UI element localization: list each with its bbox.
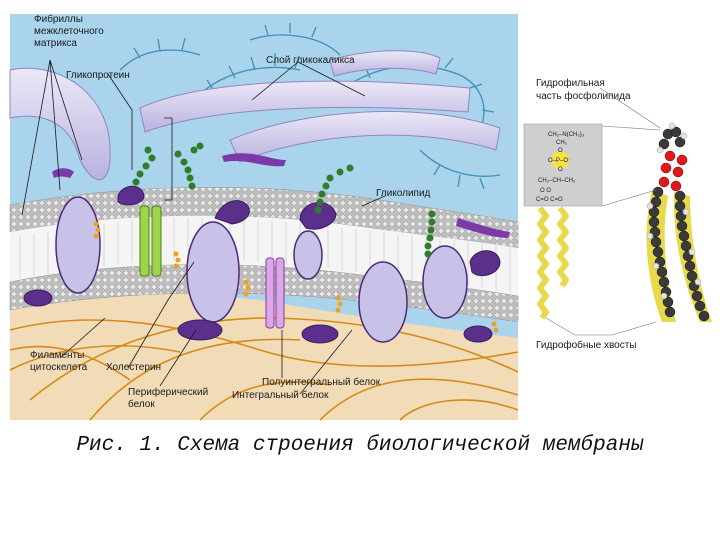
membrane-diagram: Фибриллы межклеточного матрикса Гликопро… <box>0 0 720 430</box>
label-integral-protein: Интегральный белок <box>232 389 329 401</box>
label-glycoprotein: Гликопротеин <box>66 70 130 81</box>
space-filling-phospholipid <box>647 123 712 322</box>
label-glycocalyx: Слой гликокаликса <box>266 55 355 66</box>
svg-text:CH₂: CH₂ <box>556 140 568 146</box>
svg-text:O O: O O <box>540 188 551 194</box>
membrane-illustration: Фибриллы межклеточного матрикса Гликопро… <box>10 13 518 420</box>
svg-text:O: O <box>558 148 563 154</box>
hydrophobic-tails-diagram <box>540 208 566 318</box>
label-filaments: Филаменты цитоскелета <box>30 350 88 373</box>
phospholipid-inset: Гидрофильная часть фосфолипида CH₂–N(CH₃… <box>524 77 712 351</box>
svg-text:O–P–O⁻: O–P–O⁻ <box>548 158 571 164</box>
svg-text:C=O C=O: C=O C=O <box>536 197 563 203</box>
svg-text:O: O <box>558 167 563 173</box>
label-glycolipid: Гликолипид <box>376 188 431 199</box>
label-hydrophobic: Гидрофобные хвосты <box>536 339 637 351</box>
figure-caption: Рис. 1. Схема строения биологической мем… <box>0 434 720 457</box>
svg-text:CH₂–CH–CH₂: CH₂–CH–CH₂ <box>538 178 576 184</box>
svg-text:CH₂–N(CH₃)₃: CH₂–N(CH₃)₃ <box>548 132 585 138</box>
label-semi-integral-protein: Полуинтегральный белок <box>262 376 381 388</box>
label-hydrophilic: Гидрофильная часть фосфолипида <box>536 77 631 102</box>
label-cholesterol: Холестерин <box>106 362 161 373</box>
